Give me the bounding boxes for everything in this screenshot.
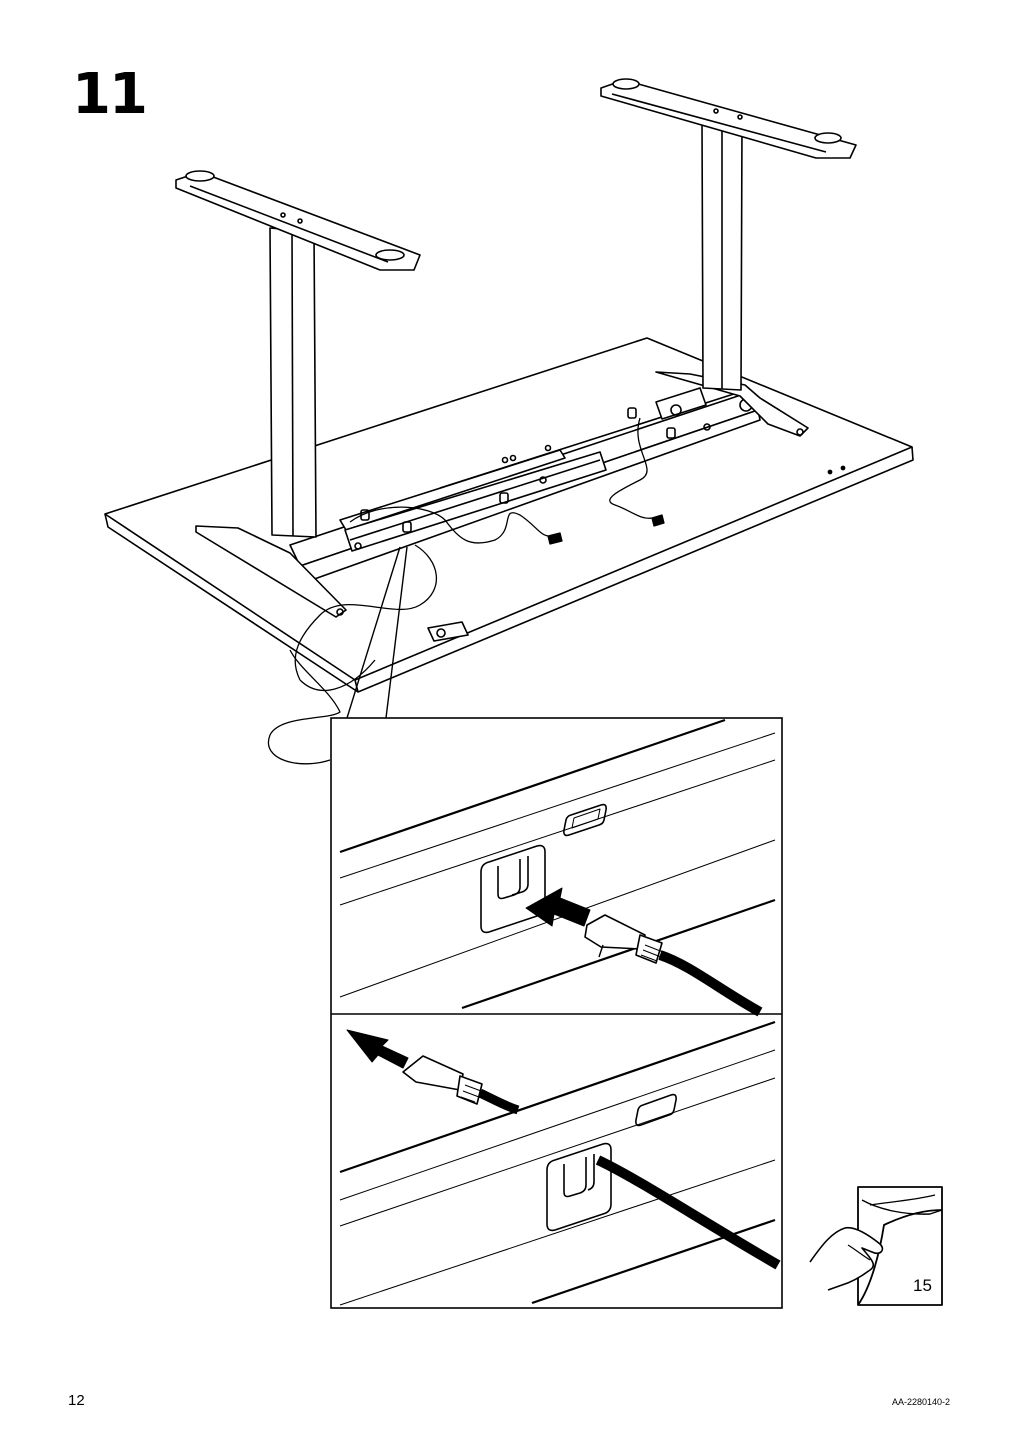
step-number: 11 — [72, 62, 148, 127]
frame-rails — [289, 387, 761, 583]
right-leg — [600, 78, 857, 391]
left-mount-foot — [195, 525, 347, 618]
desk-assembly — [104, 78, 914, 765]
document-code: AA-2280140-2 — [891, 1397, 950, 1407]
cables — [267, 417, 665, 765]
control-box — [427, 621, 469, 642]
callout-lines — [346, 546, 408, 719]
page-reference-icon — [809, 1186, 943, 1306]
detail-panel — [330, 717, 783, 1309]
left-leg — [175, 170, 421, 538]
page-number: 12 — [68, 1392, 85, 1409]
detail-routed-cable — [339, 1020, 781, 1306]
detail-insert-connector — [339, 718, 776, 1017]
page-reference-label: 15 — [913, 1276, 932, 1295]
